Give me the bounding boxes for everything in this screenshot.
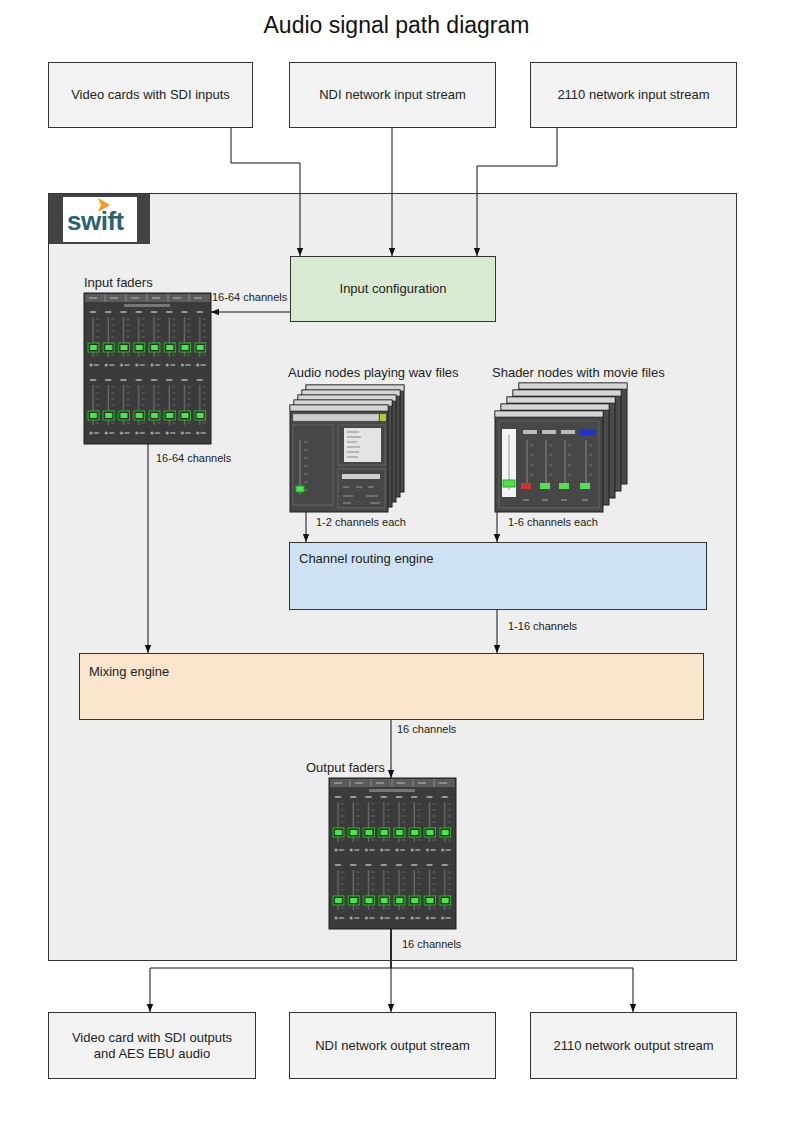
edge-label: 16-64 channels	[156, 452, 231, 465]
box-label: Mixing engine	[89, 664, 694, 680]
signal-arrow	[211, 312, 290, 313]
engine-box: Mixing engine	[79, 653, 704, 720]
signal-arrow	[148, 444, 149, 653]
edge-label: 1-2 channels each	[316, 516, 406, 529]
signal-arrow	[391, 929, 633, 1012]
system-panel: Input configurationInput fadersAudio nod…	[48, 193, 737, 961]
edge-label: 16 channels	[402, 938, 461, 951]
signal-arrow	[497, 610, 498, 653]
process-box: Video card with SDI outputs and AES EBU …	[48, 1012, 256, 1079]
edge-label: 1-6 channels each	[508, 516, 598, 529]
diagram-title: Audio signal path diagram	[0, 11, 793, 39]
box-label: 2110 network input stream	[557, 87, 709, 103]
edge-label: 16-64 channels	[212, 291, 287, 304]
process-box: NDI network input stream	[289, 62, 496, 128]
node-window: Output faders	[329, 778, 456, 929]
window-heading: Output faders	[306, 760, 385, 776]
box-label: 2110 network output stream	[553, 1038, 713, 1054]
window-stack	[495, 383, 627, 512]
box-label: Video card with SDI outputs and AES EBU …	[63, 1030, 241, 1062]
process-box: NDI network output stream	[289, 1012, 496, 1079]
box-label: Input configuration	[340, 281, 447, 297]
edge-label: 1-16 channels	[508, 620, 577, 633]
process-box: 2110 network output stream	[530, 1012, 737, 1079]
signal-arrow	[477, 128, 557, 256]
window-heading: Audio nodes playing wav files	[288, 365, 459, 381]
box-label: NDI network output stream	[315, 1038, 470, 1054]
node-window: Audio nodes playing wav files	[290, 383, 404, 512]
signal-arrow	[150, 929, 391, 1012]
engine-box: Channel routing engine	[289, 542, 707, 610]
node-window: Input faders	[84, 293, 211, 444]
logo-graphic	[49, 194, 150, 244]
signal-arrow	[231, 128, 300, 256]
box-label: Video cards with SDI inputs	[71, 87, 230, 103]
signal-arrow	[306, 512, 307, 542]
window-stack	[290, 385, 404, 512]
signal-arrow	[391, 720, 392, 778]
process-box: Video cards with SDI inputs	[48, 62, 253, 128]
signal-arrow	[497, 512, 498, 542]
process-box: Input configuration	[290, 256, 496, 322]
box-label: Channel routing engine	[299, 551, 697, 567]
signal-arrow	[392, 128, 393, 256]
fader-illustration	[329, 778, 456, 929]
fader-illustration	[84, 293, 211, 444]
window-heading: Shader nodes with movie files	[492, 365, 665, 381]
logo-text: swift	[67, 206, 124, 236]
window-heading: Input faders	[84, 275, 153, 291]
panel-ground	[48, 193, 737, 961]
node-window: Shader nodes with movie files	[495, 383, 628, 512]
process-box: 2110 network input stream	[530, 62, 737, 128]
edge-label: 16 channels	[397, 723, 456, 736]
box-label: NDI network input stream	[319, 87, 466, 103]
